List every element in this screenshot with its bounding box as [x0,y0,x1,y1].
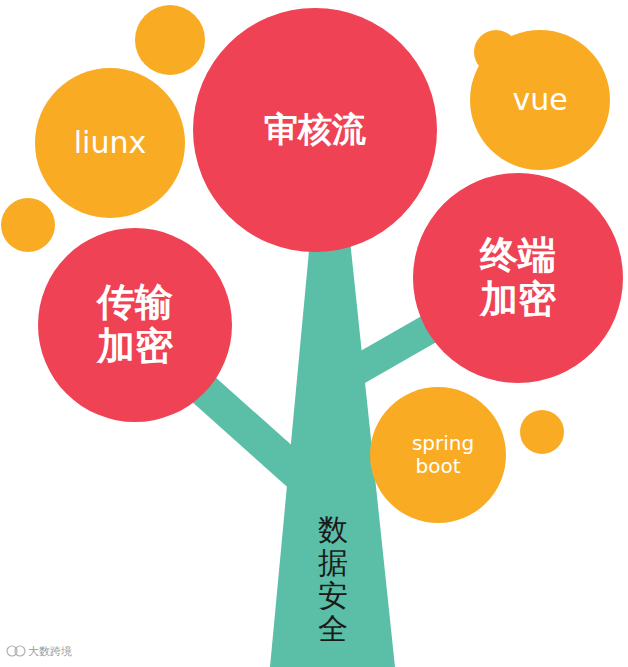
watermark: 大数跨境 [28,644,72,659]
decor-dot [135,5,205,75]
topic-circle: 终端 加密 [413,173,623,383]
circle-label: 审核流 [262,110,367,149]
trunk-label: 数据安全 [318,513,348,645]
decor-dot [520,410,564,454]
tech-circle: spring boot [370,387,506,523]
tech-circle: liunx [35,68,185,218]
circle-label: spring boot [412,432,464,478]
main-circle: 审核流 [193,8,437,252]
topic-circle: 传输 加密 [38,228,232,422]
circle-label: liunx [64,126,157,161]
circle-label: 终端 加密 [474,234,561,321]
tech-circle: vue [470,30,610,170]
decor-dot [1,198,55,252]
watermark-icon [7,646,25,656]
circle-label: vue [503,83,577,118]
circle-label: 传输 加密 [91,281,178,368]
